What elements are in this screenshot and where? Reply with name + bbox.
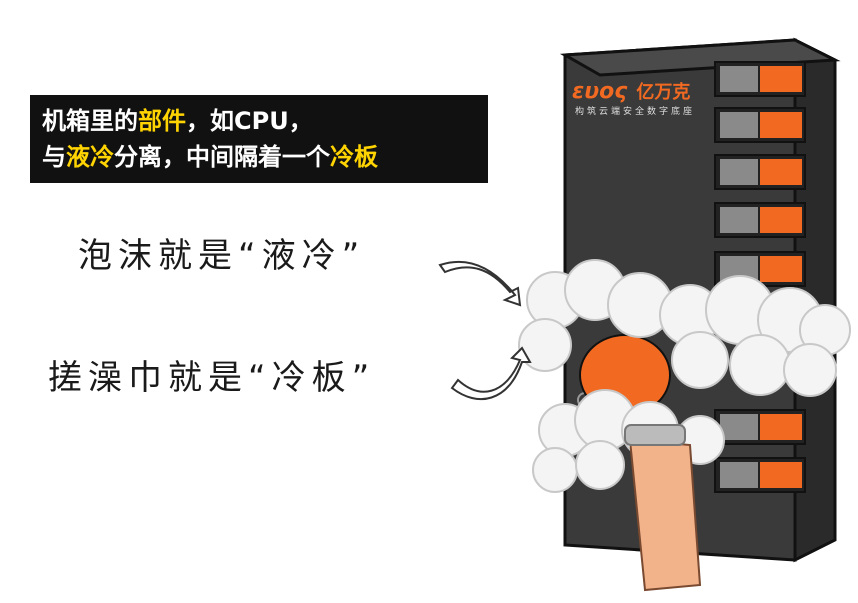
caption-text: 分离，中间隔着一个: [114, 143, 330, 171]
arrow-to-plate: [450, 346, 532, 401]
logo-tagline: 构筑云端安全数字底座: [575, 107, 696, 117]
drive-bays: [714, 61, 806, 493]
caption-text: 与: [42, 143, 66, 171]
caption-line-2: 与液冷分离，中间隔着一个冷板: [42, 139, 476, 175]
logo-mark: ευος: [572, 79, 628, 104]
caption-line-1: 机箱里的部件，如CPU，: [42, 103, 476, 139]
caption-highlight: 部件: [138, 107, 186, 135]
caption-highlight: 液冷: [66, 143, 114, 171]
foam-clouds: [518, 259, 851, 493]
logo-name: 亿万克: [636, 82, 691, 103]
caption-box: 机箱里的部件，如CPU， 与液冷分离，中间隔着一个冷板: [30, 95, 488, 183]
arm: [628, 438, 702, 592]
caption-text: 机箱里的: [42, 107, 138, 135]
label-towel: 搓澡巾就是“冷板”: [48, 358, 376, 398]
caption-highlight: 冷板: [330, 143, 378, 171]
caption-text: ，如CPU，: [186, 107, 313, 135]
arrow-to-foam: [438, 260, 522, 307]
label-foam: 泡沫就是“液冷”: [78, 236, 366, 276]
brand-logo: ευος 亿万克: [572, 78, 690, 104]
wristband: [624, 424, 686, 446]
